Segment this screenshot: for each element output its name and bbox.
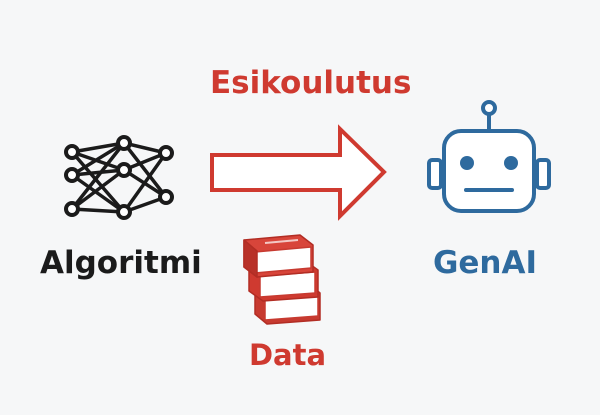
- book-title-line: [264, 239, 299, 244]
- network-node: [64, 201, 80, 217]
- network-node: [64, 144, 80, 160]
- robot-eye-left: [460, 156, 474, 170]
- algorithm-label: Algoritmi: [40, 245, 202, 281]
- robot-ear-left: [427, 158, 443, 190]
- neural-network-edges: [70, 141, 168, 214]
- robot-icon: [427, 100, 551, 213]
- network-node: [116, 135, 132, 151]
- network-node: [158, 189, 174, 205]
- genai-label: GenAI: [432, 245, 538, 281]
- data-label: Data: [248, 338, 327, 372]
- robot-eye-right: [504, 156, 518, 170]
- book-spine: [243, 239, 258, 278]
- right-arrow-icon: [210, 124, 387, 221]
- network-node: [116, 204, 132, 220]
- network-node: [158, 145, 174, 161]
- robot-ear-right: [535, 158, 551, 190]
- network-node: [116, 162, 132, 178]
- book-top-pages: [254, 246, 312, 274]
- neural-network-icon: [64, 135, 174, 220]
- network-node: [64, 167, 80, 183]
- process-label: Esikoulutus: [210, 65, 412, 101]
- books-icon: [243, 234, 321, 325]
- robot-head: [442, 129, 536, 213]
